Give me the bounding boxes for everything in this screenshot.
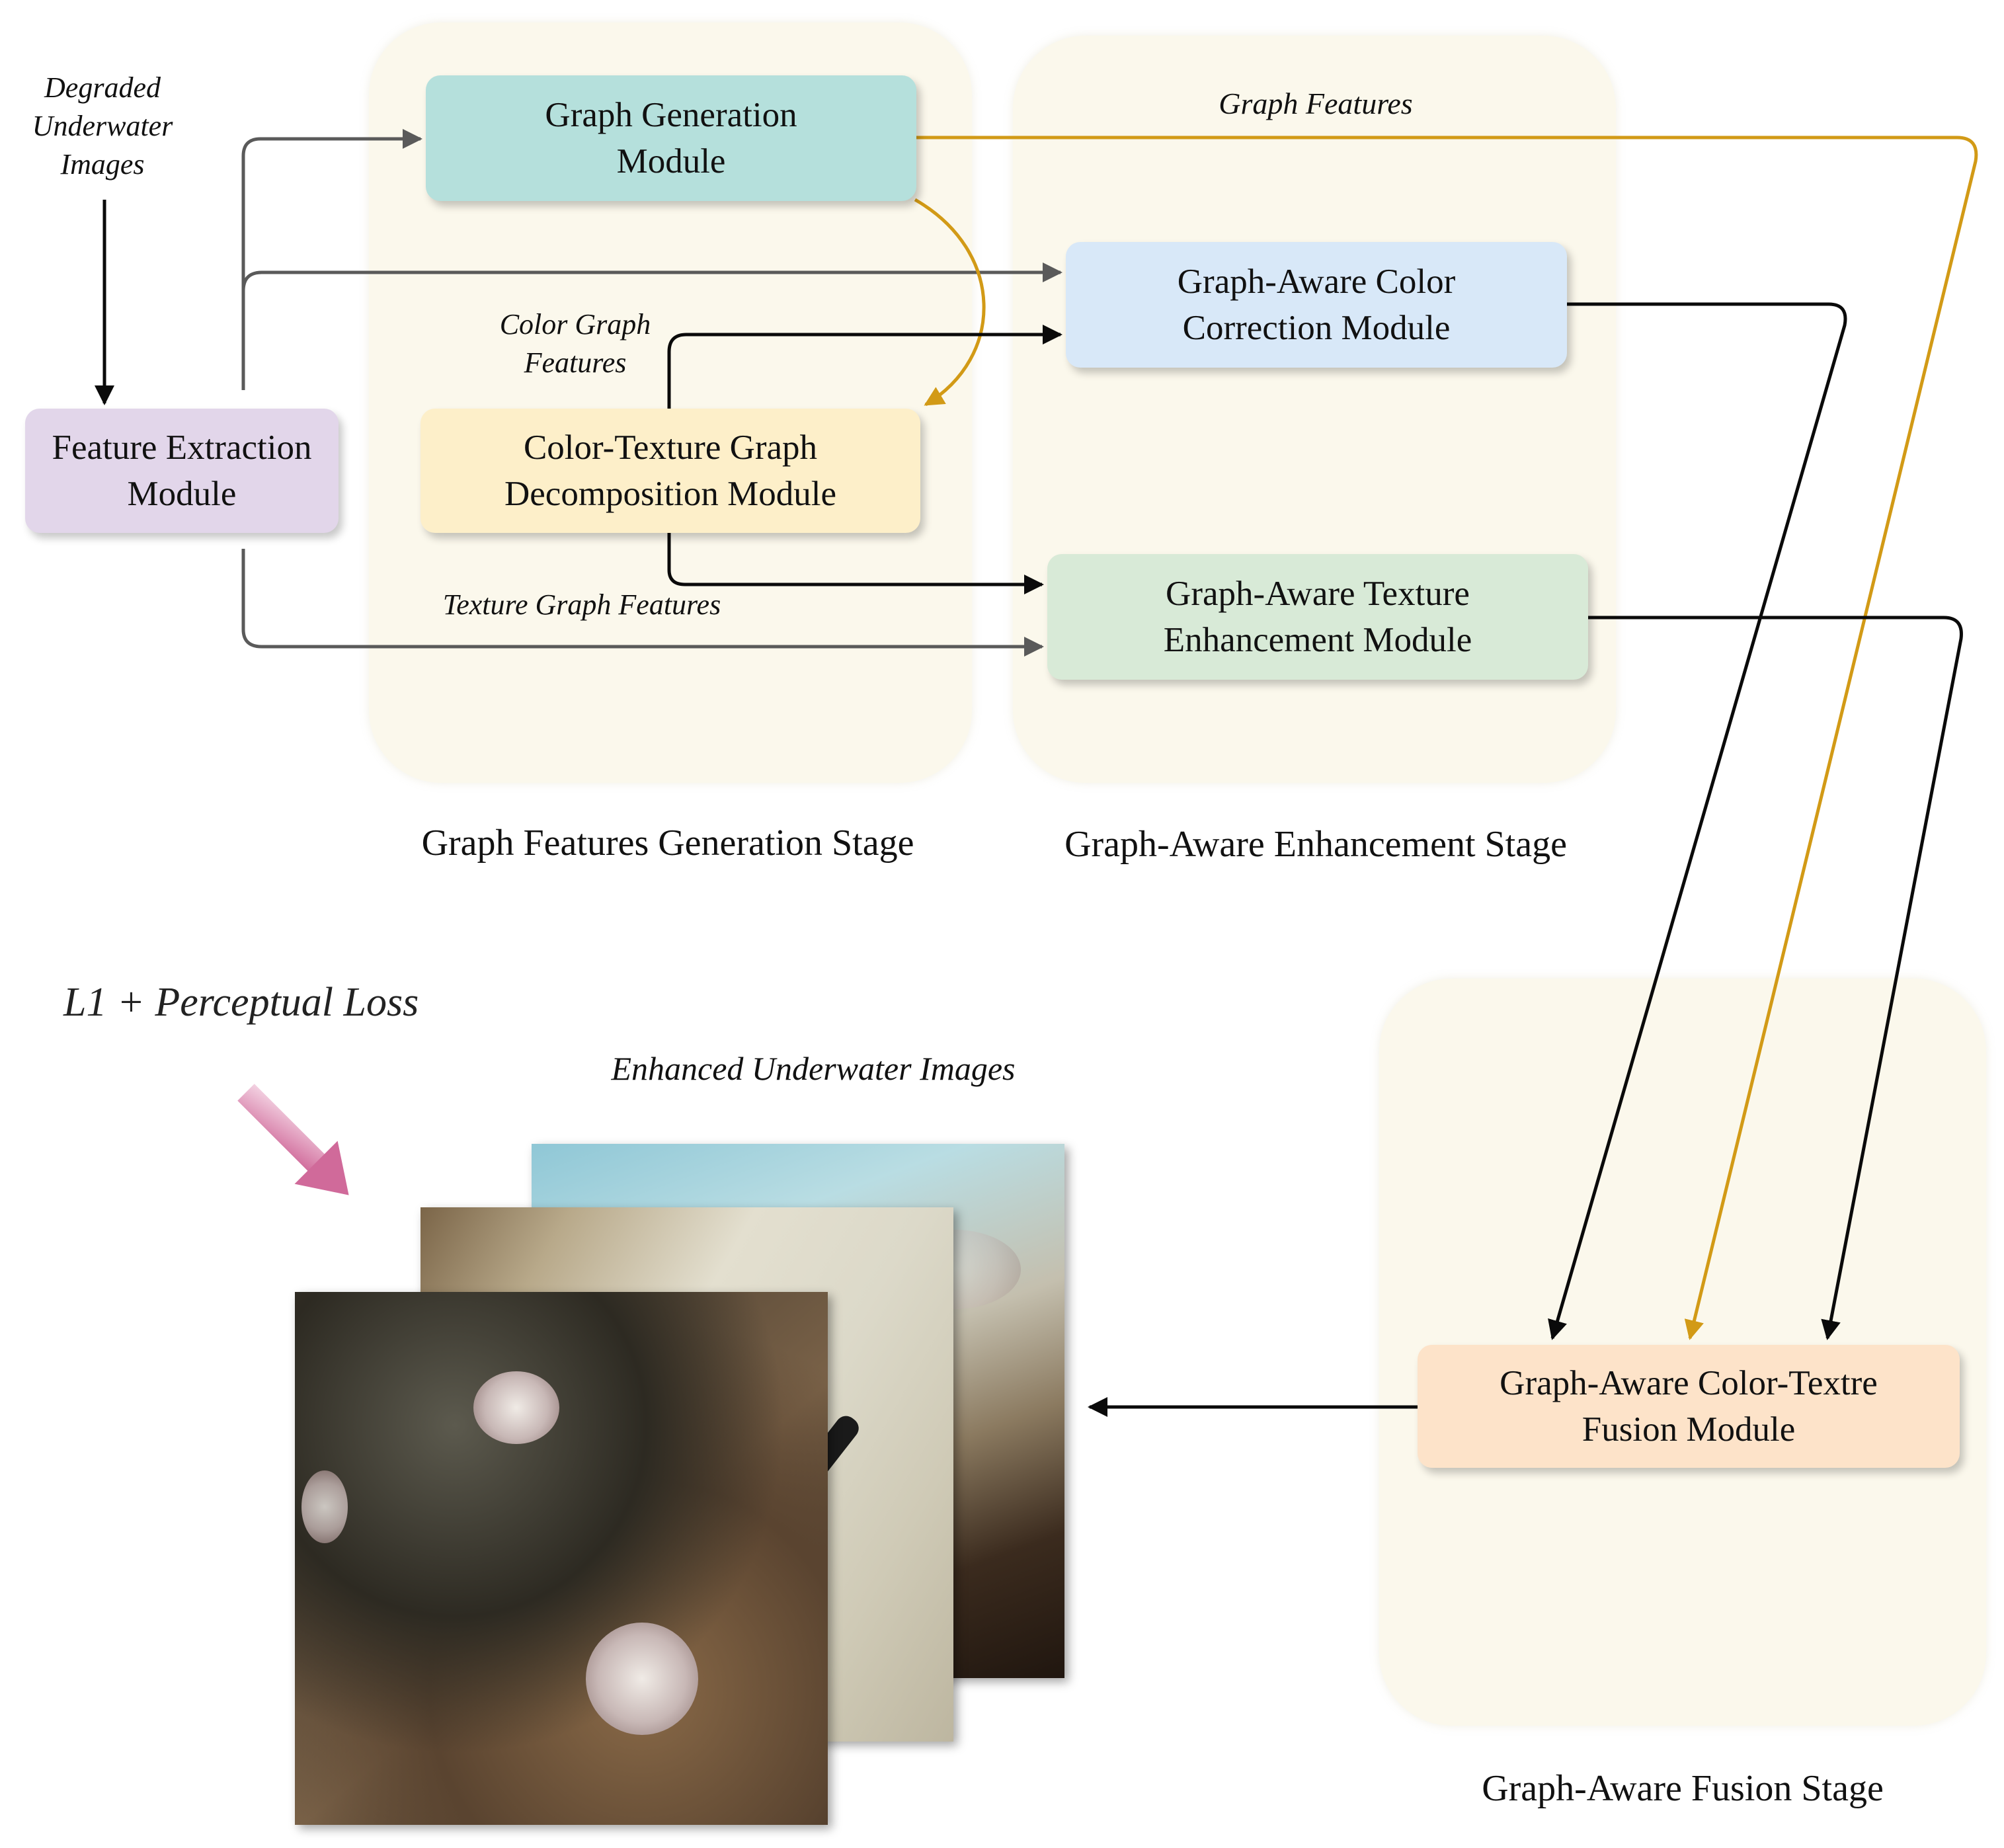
enhanced-images-label: Enhanced Underwater Images [611, 1050, 1016, 1087]
feature-extraction-label: Feature Extraction Module [52, 428, 312, 513]
feature-extraction-module: Feature Extraction Module [25, 409, 339, 533]
degraded-images-label: Degraded Underwater Images [32, 71, 173, 181]
arrow-graphgen-to-fusion [916, 136, 1978, 1340]
fusion-module: Graph-Aware Color-Textre Fusion Module [1418, 1345, 1960, 1468]
fusion-stage-title: Graph-Aware Fusion Stage [1482, 1768, 1884, 1809]
arrow-feature-to-color [241, 262, 1062, 292]
decomposition-label: Color-Texture Graph Decomposition Module [504, 428, 836, 513]
arrow-graphgen-to-decomp [914, 198, 986, 407]
enhancement-stage-title: Graph-Aware Enhancement Stage [1064, 824, 1567, 865]
enhanced-image-front [295, 1292, 828, 1825]
loss-arrow [237, 1084, 349, 1195]
loss-label: L1 + Perceptual Loss [63, 980, 419, 1025]
fusion-label: Graph-Aware Color-Textre Fusion Module [1500, 1364, 1878, 1449]
arrow-feature-to-graphgen [241, 129, 422, 390]
arrow-color-to-fusion [1548, 302, 1847, 1340]
graph-generation-label: Graph Generation Module [545, 96, 797, 181]
decomposition-module: Color-Texture Graph Decomposition Module [421, 409, 920, 533]
color-graph-features-label: Color Graph Features [499, 308, 651, 379]
arrow-decomp-to-color [667, 325, 1062, 409]
texture-graph-features-label: Texture Graph Features [442, 588, 721, 621]
texture-enhancement-module: Graph-Aware Texture Enhancement Module [1047, 554, 1588, 680]
generation-stage-title: Graph Features Generation Stage [421, 823, 914, 864]
graph-generation-module: Graph Generation Module [426, 75, 916, 201]
arrow-feature-to-texture [241, 549, 1044, 657]
arrow-texture-to-fusion [1588, 616, 1963, 1340]
graph-features-label: Graph Features [1219, 87, 1413, 120]
arrow-decomp-to-texture [667, 533, 1044, 594]
texture-enhancement-label: Graph-Aware Texture Enhancement Module [1163, 575, 1472, 659]
color-correction-module: Graph-Aware Color Correction Module [1066, 242, 1567, 368]
color-correction-label: Graph-Aware Color Correction Module [1177, 262, 1456, 347]
